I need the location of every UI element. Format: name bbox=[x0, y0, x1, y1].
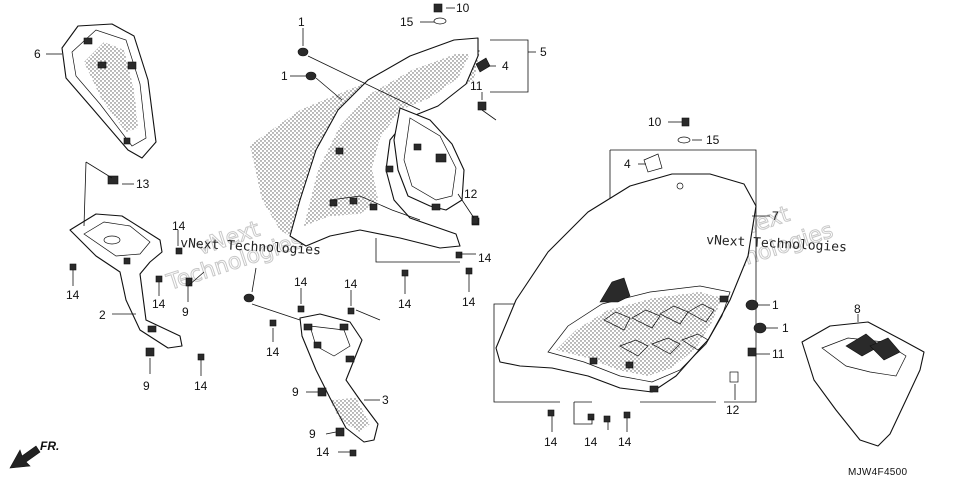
callout-9: 9 bbox=[143, 379, 150, 393]
callout-14: 14 bbox=[462, 295, 476, 309]
callout-14: 14 bbox=[194, 379, 208, 393]
callout-14: 14 bbox=[66, 288, 80, 302]
callout-11: 11 bbox=[772, 347, 785, 361]
direction-label: FR. bbox=[40, 439, 59, 453]
callout-10: 10 bbox=[456, 1, 470, 15]
callout-7: 7 bbox=[772, 209, 779, 223]
part-7-front-cowl bbox=[495, 173, 757, 393]
front-direction-arrow: FR. bbox=[9, 439, 59, 469]
callout-12: 12 bbox=[726, 403, 740, 417]
callout-3: 3 bbox=[382, 393, 389, 407]
part-3-stay bbox=[299, 313, 379, 443]
fasteners bbox=[69, 3, 767, 457]
diagram-code: MJW4F4500 bbox=[848, 467, 908, 478]
callout-labels: 1 1 1 1 2 3 4 4 5 6 7 8 9 9 9 9 10 10 11… bbox=[34, 1, 861, 459]
watermark-left: vNext Technologies bbox=[180, 236, 321, 258]
callout-13: 13 bbox=[136, 177, 150, 191]
part-5-upper-cowl bbox=[250, 37, 480, 249]
part-2-bracket bbox=[69, 213, 183, 349]
callout-14: 14 bbox=[344, 277, 358, 291]
part-8-side-panel bbox=[801, 321, 925, 447]
callout-10: 10 bbox=[648, 115, 662, 129]
callout-14: 14 bbox=[478, 251, 492, 265]
part-6-inner-cover bbox=[61, 23, 157, 159]
callout-14: 14 bbox=[398, 297, 412, 311]
callout-11: 11 bbox=[470, 79, 483, 93]
callout-1: 1 bbox=[281, 69, 288, 83]
callout-14: 14 bbox=[544, 435, 558, 449]
callout-9: 9 bbox=[292, 385, 299, 399]
callout-14: 14 bbox=[316, 445, 330, 459]
callout-1: 1 bbox=[772, 298, 779, 312]
callout-14: 14 bbox=[584, 435, 598, 449]
callout-1: 1 bbox=[782, 321, 789, 335]
callout-14: 14 bbox=[172, 219, 186, 233]
callout-4: 4 bbox=[624, 157, 631, 171]
callout-9: 9 bbox=[309, 427, 316, 441]
callout-1: 1 bbox=[298, 15, 305, 29]
callout-5: 5 bbox=[540, 45, 547, 59]
leader-lines bbox=[46, 7, 859, 453]
watermark-right: vNext Technologies bbox=[706, 233, 847, 255]
callout-2: 2 bbox=[99, 308, 106, 322]
callout-8: 8 bbox=[854, 302, 861, 316]
callout-14: 14 bbox=[294, 275, 308, 289]
callout-9: 9 bbox=[182, 305, 189, 319]
callout-12: 12 bbox=[464, 187, 478, 201]
callout-15: 15 bbox=[400, 15, 414, 29]
callout-14: 14 bbox=[618, 435, 632, 449]
arrow-icon bbox=[9, 445, 41, 469]
callout-6: 6 bbox=[34, 47, 41, 61]
callout-14: 14 bbox=[152, 297, 166, 311]
callout-4: 4 bbox=[502, 59, 509, 73]
callout-14: 14 bbox=[266, 345, 280, 359]
callout-15: 15 bbox=[706, 133, 720, 147]
